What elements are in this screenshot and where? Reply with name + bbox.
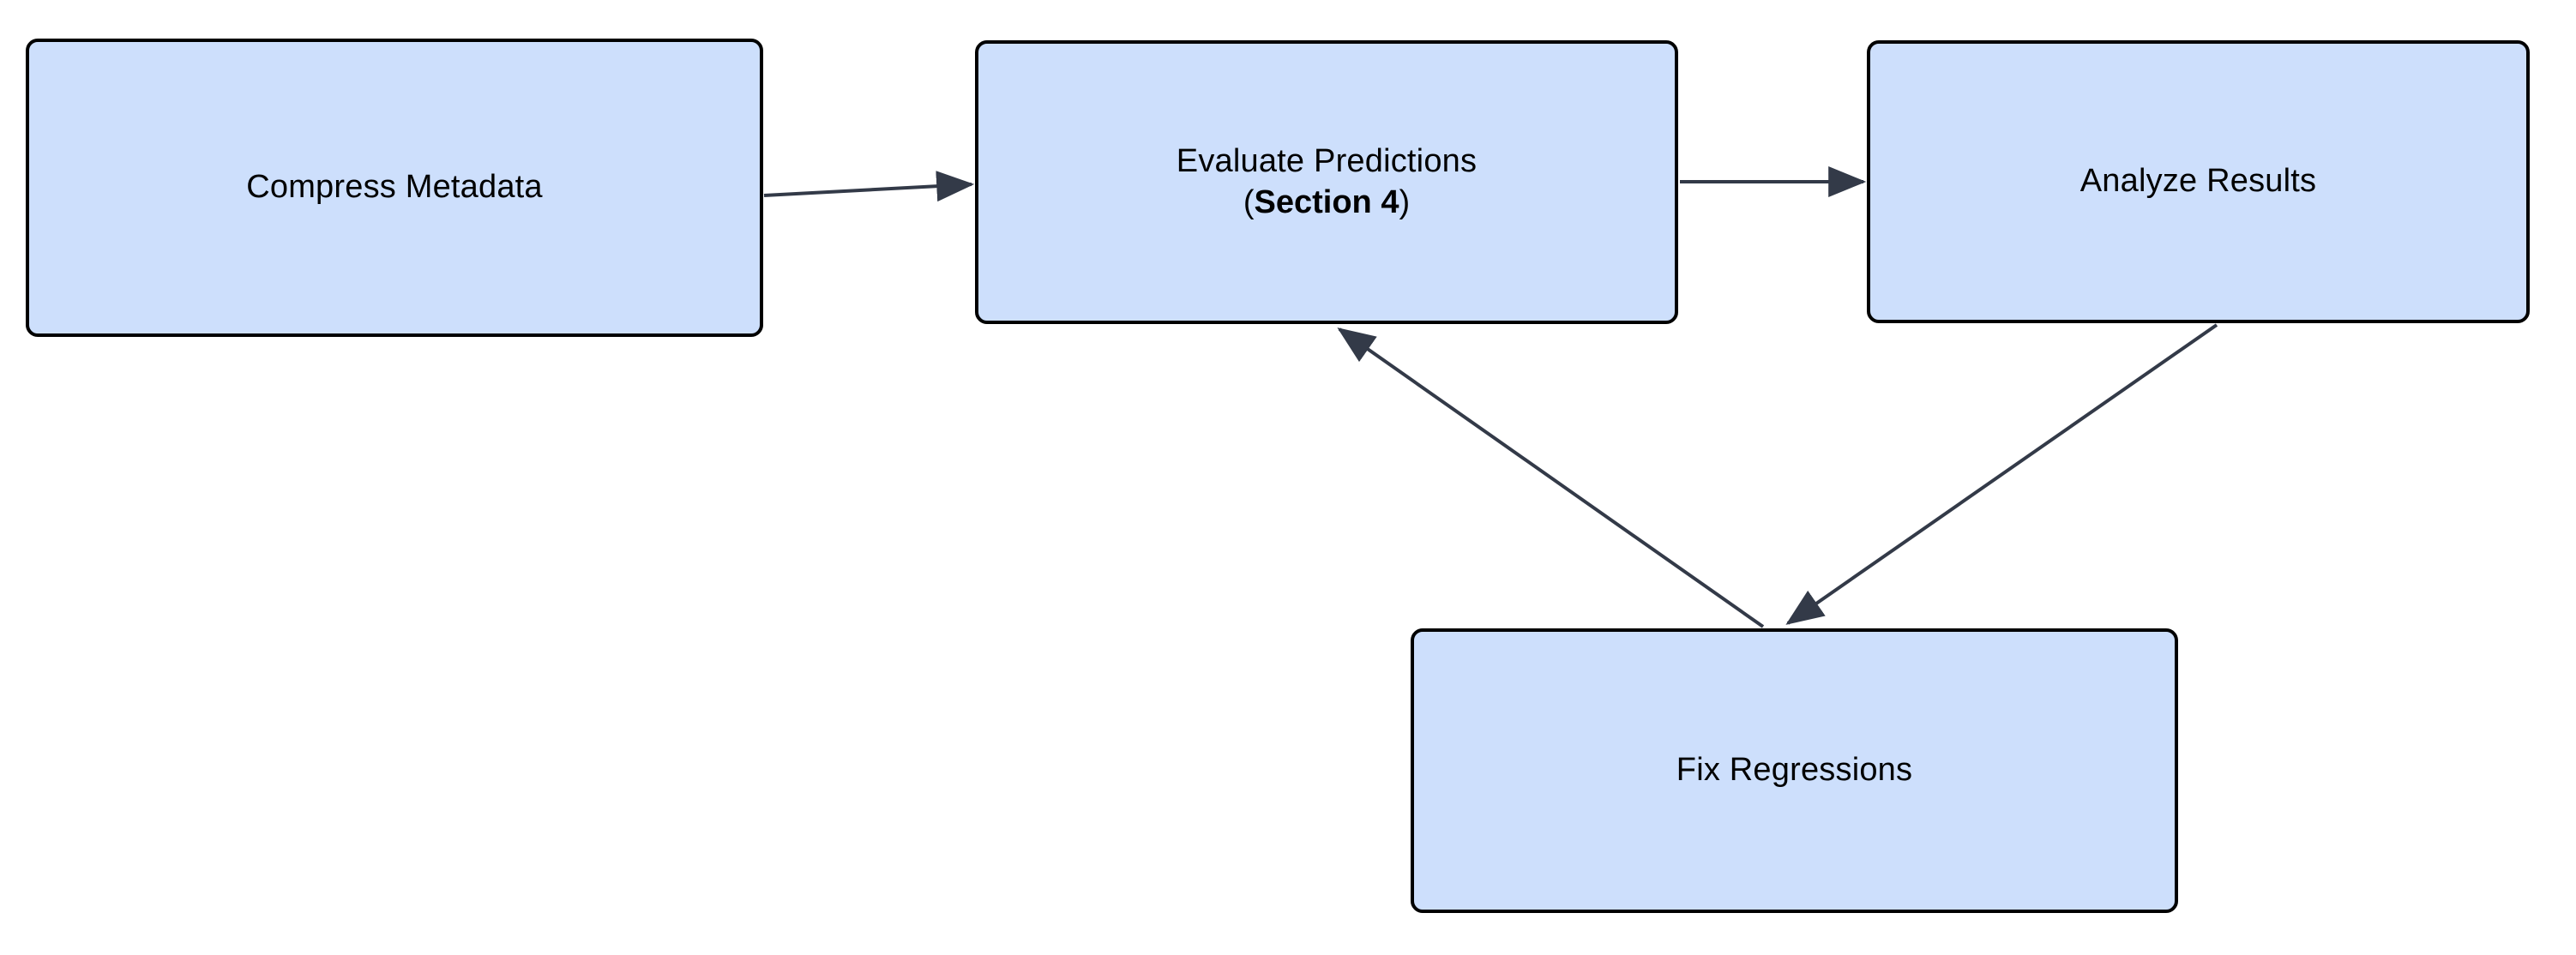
- node-label-evaluate-predictions: Evaluate Predictions: [1176, 143, 1478, 179]
- edge-analyze-to-fix: [1785, 323, 2218, 625]
- sublabel-paren-open: (: [1243, 183, 1255, 220]
- node-compress-metadata[interactable]: Compress Metadata: [26, 39, 763, 337]
- node-evaluate-predictions[interactable]: Evaluate Predictions (Section 4): [975, 40, 1678, 324]
- node-fix-regressions[interactable]: Fix Regressions: [1411, 628, 2178, 913]
- node-label-analyze-results: Analyze Results: [2079, 163, 2317, 200]
- sublabel-section-ref: Section 4: [1254, 183, 1399, 220]
- node-label-fix-regressions: Fix Regressions: [1676, 752, 1913, 789]
- node-sublabel-evaluate-predictions: (Section 4): [1243, 183, 1410, 224]
- node-label-compress-metadata: Compress Metadata: [246, 169, 543, 206]
- node-analyze-results[interactable]: Analyze Results: [1867, 40, 2530, 323]
- edge-compress-to-evaluate: [763, 171, 975, 202]
- edge-fix-to-evaluate: [1337, 327, 1765, 628]
- sublabel-paren-close: ): [1399, 183, 1411, 220]
